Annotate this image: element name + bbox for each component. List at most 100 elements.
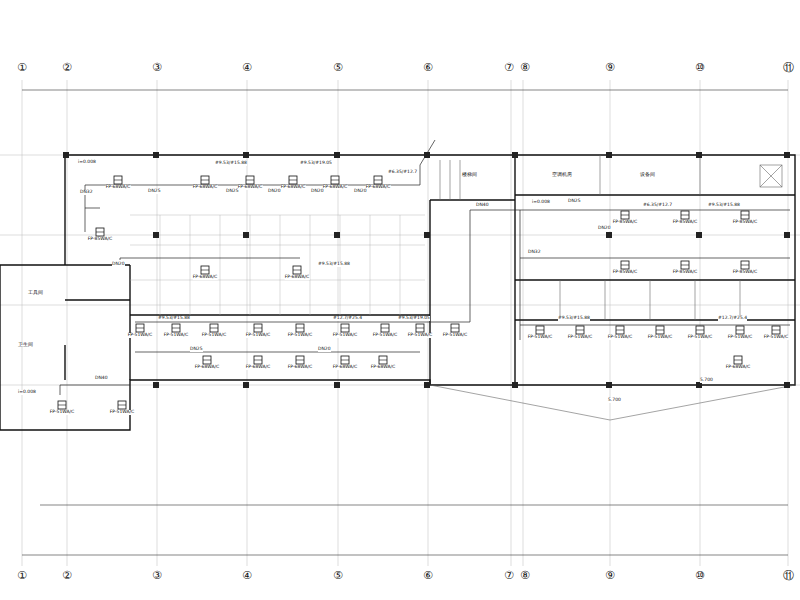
pipe-label: DN40: [476, 203, 489, 208]
fan-coil-unit: [58, 401, 66, 409]
pipe-label: DN20: [112, 262, 125, 267]
axis-number: ⑥: [423, 62, 433, 73]
fan-coil-mark: [96, 232, 104, 233]
pipe-label: i=0.008: [78, 160, 96, 165]
fan-coil-unit: [136, 324, 144, 332]
unit-label: FP-51WA/C: [164, 333, 189, 338]
unit-label: FP-68WA/C: [726, 365, 751, 370]
axis-number: ⑪: [783, 570, 794, 581]
axis-number: ⑧: [520, 570, 530, 581]
axis-number: ③: [152, 570, 162, 581]
unit-label: FP-68WA/C: [106, 185, 131, 190]
pipe-label: i=0.008: [532, 200, 550, 205]
fan-coil-unit: [374, 176, 382, 184]
pipe-label: 5.700: [700, 378, 713, 383]
fan-coil-mark: [341, 328, 349, 329]
pipe-label: #9.53/#15.88: [318, 262, 350, 267]
fan-coil-unit: [201, 266, 209, 274]
pipe-label: #12.7/#25.4: [333, 316, 362, 321]
fan-coil-unit: [576, 326, 584, 334]
axis-number: ⑦: [504, 62, 514, 73]
axis-number: ⑩: [695, 570, 705, 581]
fan-coil-mark: [289, 180, 297, 181]
pipe-label: #9.53/#15.88: [158, 316, 190, 321]
fan-coil-mark: [616, 330, 624, 331]
unit-label: FP-68WA/C: [238, 185, 263, 190]
axis-number: ②: [62, 570, 72, 581]
fan-coil-unit: [681, 261, 689, 269]
fan-coil-mark: [681, 265, 689, 266]
fan-coil-unit: [341, 356, 349, 364]
fan-coil-unit: [254, 324, 262, 332]
fan-coil-mark: [379, 360, 387, 361]
unit-label: FP-51WA/C: [443, 333, 468, 338]
axis-number: ⑩: [695, 62, 705, 73]
fan-coil-unit: [656, 326, 664, 334]
fan-coil-unit: [451, 324, 459, 332]
axis-number: ①: [17, 62, 27, 73]
unit-label: FP-85WA/C: [88, 237, 113, 242]
pipe-label: DN32: [528, 250, 541, 255]
pipe-label: DN20: [318, 347, 331, 352]
unit-label: FP-51WA/C: [202, 333, 227, 338]
pipe-label: #6.35/#12.7: [388, 170, 417, 175]
pipe-label: #9.53/#15.88: [558, 316, 590, 321]
fan-coil-unit: [681, 211, 689, 219]
fan-coil-mark: [293, 270, 301, 271]
fan-coil-unit: [254, 356, 262, 364]
unit-label: FP-68WA/C: [195, 365, 220, 370]
unit-label: FP-68WA/C: [246, 365, 271, 370]
pipe-label: #9.53/#15.88: [215, 161, 247, 166]
fan-coil-unit: [734, 356, 742, 364]
fan-coil-unit: [331, 176, 339, 184]
fan-coil-unit: [114, 176, 122, 184]
unit-label: FP-68WA/C: [281, 185, 306, 190]
fan-coil-mark: [374, 180, 382, 181]
fan-coil-unit: [203, 356, 211, 364]
axis-number: ⑨: [605, 570, 615, 581]
pipe-label: DN25: [568, 199, 581, 204]
fan-coil-unit: [293, 266, 301, 274]
fan-coil-unit: [616, 326, 624, 334]
fan-coil-mark: [451, 328, 459, 329]
fan-coil-mark: [536, 330, 544, 331]
fan-coil-unit: [536, 326, 544, 334]
unit-label: FP-51WA/C: [764, 335, 789, 340]
pipe-label: #12.7/#25.4: [718, 316, 747, 321]
pipe-label: DN32: [80, 190, 93, 195]
fan-coil-unit: [341, 324, 349, 332]
pipe-label: DN20: [311, 189, 324, 194]
room-name: 工具间: [28, 290, 43, 295]
room-name: 楼梯间: [462, 172, 477, 177]
fan-coil-mark: [656, 330, 664, 331]
axis-number: ⑧: [520, 62, 530, 73]
unit-label: FP-68WA/C: [323, 185, 348, 190]
unit-label: FP-51WA/C: [333, 333, 358, 338]
axis-number: ④: [242, 62, 252, 73]
fan-coil-mark: [621, 265, 629, 266]
fan-coil-unit: [379, 356, 387, 364]
axis-number: ⑥: [423, 570, 433, 581]
fan-coil-mark: [201, 270, 209, 271]
fan-coil-mark: [681, 215, 689, 216]
unit-label: FP-51WA/C: [528, 335, 553, 340]
unit-label: FP-85WA/C: [733, 220, 758, 225]
unit-label: FP-51WA/C: [728, 335, 753, 340]
unit-label: FP-68WA/C: [333, 365, 358, 370]
unit-label: FP-68WA/C: [193, 275, 218, 280]
fan-coil-mark: [734, 360, 742, 361]
pipe-label: i=0.008: [18, 390, 36, 395]
fan-coil-unit: [201, 176, 209, 184]
fan-coil-unit: [416, 324, 424, 332]
room-name: 空调机房: [552, 172, 572, 177]
fan-coil-mark: [331, 180, 339, 181]
fan-coil-mark: [254, 328, 262, 329]
pipe-label: DN25: [226, 189, 239, 194]
fan-coil-mark: [341, 360, 349, 361]
unit-label: FP-51WA/C: [288, 333, 313, 338]
unit-label: FP-85WA/C: [733, 270, 758, 275]
unit-label: FP-85WA/C: [613, 220, 638, 225]
pipe-label: DN20: [598, 226, 611, 231]
axis-number: ⑤: [333, 570, 343, 581]
